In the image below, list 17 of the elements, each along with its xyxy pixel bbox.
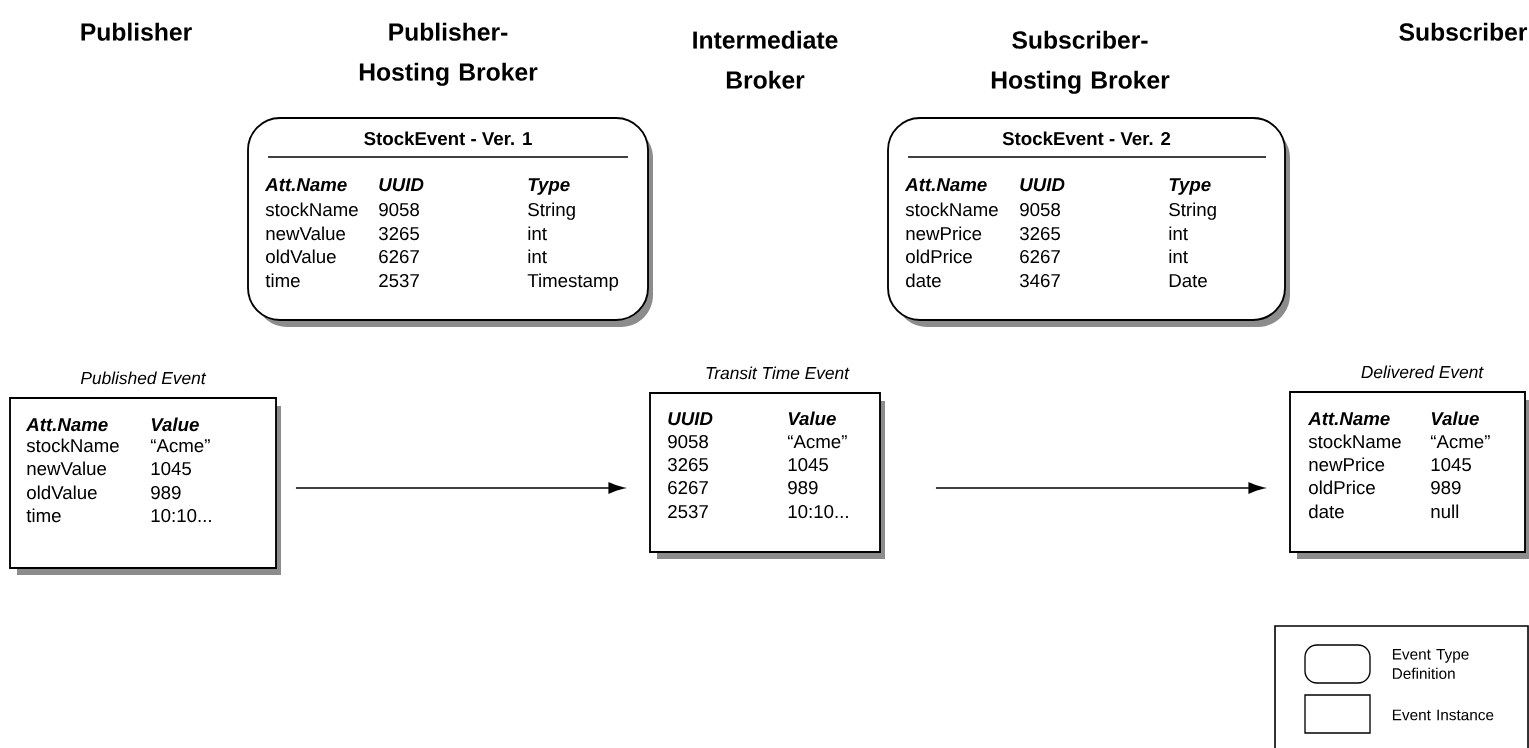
column-heading: Intermediate Broker — [693, 30, 838, 89]
event-type-box: StockEvent - Ver. 1 Att.Name UUID Type stockName 9058 String newValue 3265 int oldValue 6267 int time 2537 Timestamp — [247, 117, 653, 327]
arrow — [295, 482, 625, 494]
event-instance-box: UUID Value 9058 “Acme” 3265 1045 6267 989 2537 10:10... — [649, 392, 885, 559]
event-type-box: StockEvent - Ver. 2 Att.Name UUID Type stockName 9058 String newPrice 3265 int oldPrice 6267 int date 3467 Date — [887, 117, 1290, 327]
event-caption: Published Event — [80, 371, 207, 385]
event-caption: Delivered Event — [1361, 365, 1484, 379]
column-heading: Subscriber — [1399, 22, 1528, 41]
column-heading: Subscriber-Hosting Broker — [991, 30, 1170, 94]
event-caption: Transit Time Event — [706, 366, 850, 380]
legend-text: Event Type Definition — [1392, 649, 1469, 679]
event-instance-box: Att.Name Value stockName “Acme” newPrice 1045 oldPrice 989 date null — [1289, 391, 1529, 559]
arrow — [935, 482, 1265, 494]
legend-text: Event Instance — [1392, 709, 1494, 721]
event-instance-box: Att.Name Value stockName “Acme” newValue 1045 oldValue 989 time 10:10... — [9, 397, 281, 575]
column-heading: Publisher-Hosting Broker — [359, 22, 538, 86]
column-heading: Publisher — [81, 22, 192, 41]
